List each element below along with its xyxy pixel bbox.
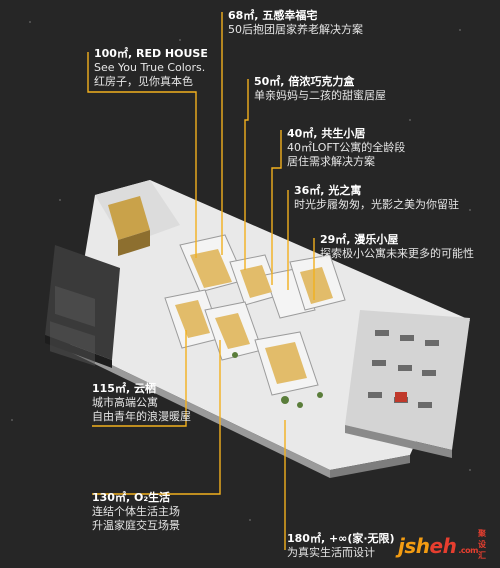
watermark-cn: 聚设汇: [478, 529, 486, 560]
callout-50: 50㎡, 倍浓巧克力盒 单亲妈妈与二孩的甜蜜居屋: [254, 75, 386, 103]
callout-115-line-2: 自由青年的浪漫暖屋: [92, 410, 191, 423]
watermark-brand-a: jsh: [398, 534, 430, 558]
callout-40-title: 40㎡, 共生小居: [287, 127, 366, 140]
callout-50-title: 50㎡, 倍浓巧克力盒: [254, 75, 355, 88]
callout-130: 130㎡, O₂生活 连结个体生活主场 升温家庭交互场景: [92, 491, 180, 533]
callout-29-title: 29㎡, 漫乐小屋: [320, 233, 399, 246]
callout-115-line-1: 城市高端公寓: [92, 396, 158, 409]
callout-40-line-2: 居住需求解决方案: [287, 155, 375, 168]
callout-100-line-1: See You True Colors.: [94, 61, 206, 74]
callout-130-line-1: 连结个体生活主场: [92, 505, 180, 518]
callout-180-title: 180㎡, +∞(家·无限): [287, 532, 395, 545]
leader-100: [87, 52, 197, 258]
callout-36: 36㎡, 光之寓 时光步履匆匆，光影之美为你留驻: [294, 184, 459, 212]
callout-36-line-1: 时光步履匆匆，光影之美为你留驻: [294, 198, 459, 211]
callout-68-title: 68㎡, 五感幸福宅: [228, 9, 318, 22]
watermark-logo: jsheh.com 聚设汇: [398, 529, 486, 560]
callout-68: 68㎡, 五感幸福宅 50后抱团居家养老解决方案: [228, 9, 363, 37]
callout-115-title: 115㎡, 云栖: [92, 382, 156, 395]
leader-40: [271, 130, 282, 285]
callout-68-line-1: 50后抱团居家养老解决方案: [228, 23, 363, 36]
callout-180-line-1: 为真实生活而设计: [287, 546, 375, 559]
leader-115: [92, 330, 187, 427]
callout-50-line-1: 单亲妈妈与二孩的甜蜜居屋: [254, 89, 386, 102]
callout-40-line-1: 40㎡LOFT公寓的全龄段: [287, 141, 406, 154]
dark-hall-left: [45, 245, 120, 368]
module-red-house: [95, 180, 180, 256]
callout-29: 29㎡, 漫乐小屋 探索极小公寓未来更多的可能性: [320, 233, 474, 261]
watermark-suffix: .com: [458, 546, 478, 555]
callout-29-line-1: 探索极小公寓未来更多的可能性: [320, 247, 474, 260]
callout-100: 100㎡, RED HOUSE See You True Colors. 红房子…: [94, 47, 208, 89]
callout-100-title: 100㎡, RED HOUSE: [94, 47, 208, 60]
callout-40: 40㎡, 共生小居 40㎡LOFT公寓的全龄段 居住需求解决方案: [287, 127, 405, 169]
leader-130: [92, 340, 221, 495]
watermark-brand-b: eh: [429, 534, 457, 558]
callout-115: 115㎡, 云栖 城市高端公寓 自由青年的浪漫暖屋: [92, 382, 191, 424]
callout-130-line-2: 升温家庭交互场景: [92, 519, 180, 532]
callout-180: 180㎡, +∞(家·无限) 为真实生活而设计: [287, 532, 395, 560]
leader-50: [244, 79, 249, 270]
right-hall: [345, 310, 470, 458]
callout-36-title: 36㎡, 光之寓: [294, 184, 362, 197]
callout-130-title: 130㎡, O₂生活: [92, 491, 171, 504]
callout-100-line-2: 红房子，见你真本色: [94, 75, 193, 88]
